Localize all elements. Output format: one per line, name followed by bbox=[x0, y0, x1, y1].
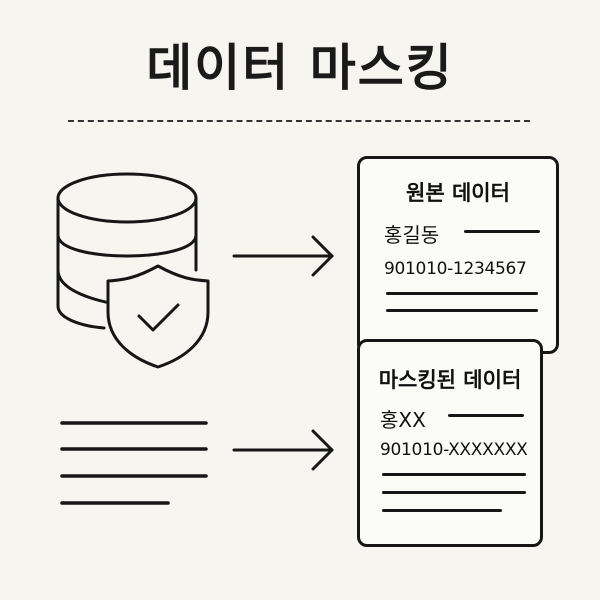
text-lines-icon bbox=[60, 421, 208, 505]
database-shield-icon bbox=[56, 172, 210, 369]
original-data-card: 원본 데이터 홍길동 901010-1234567 bbox=[357, 156, 559, 354]
id-number-value: 901010-XXXXXXX bbox=[380, 440, 528, 460]
card-title: 원본 데이터 bbox=[406, 181, 510, 205]
shield-check-icon bbox=[106, 264, 210, 369]
text-line bbox=[386, 292, 538, 295]
name-value: 홍XX bbox=[380, 408, 426, 432]
id-number-value: 901010-1234567 bbox=[384, 259, 527, 279]
dashed-divider bbox=[68, 120, 530, 122]
page-title: 데이터 마스킹 bbox=[146, 39, 454, 97]
redacted-line bbox=[464, 230, 540, 233]
text-line bbox=[382, 491, 526, 494]
arrow-right-icon bbox=[232, 235, 334, 277]
name-value: 홍길동 bbox=[384, 223, 440, 247]
redacted-line bbox=[448, 414, 524, 417]
text-line bbox=[386, 309, 538, 312]
masked-data-card: 마스킹된 데이터 홍XX 901010-XXXXXXX bbox=[357, 339, 543, 547]
text-line bbox=[382, 509, 502, 512]
arrow-right-icon bbox=[232, 429, 334, 471]
text-line bbox=[382, 473, 526, 476]
card-title: 마스킹된 데이터 bbox=[378, 368, 522, 392]
